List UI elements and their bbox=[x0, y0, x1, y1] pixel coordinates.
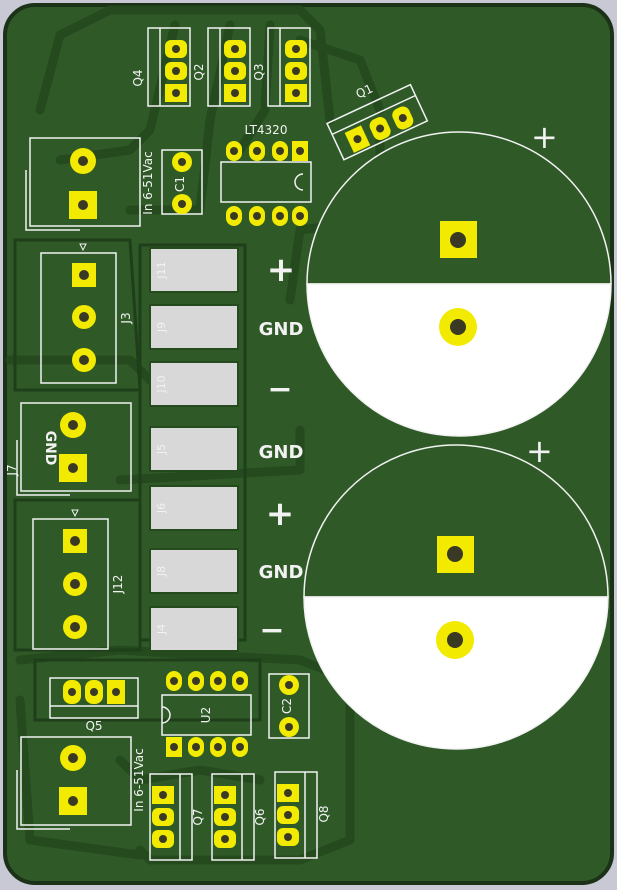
j4-label: J4 bbox=[155, 624, 168, 635]
c1-label: C1 bbox=[173, 176, 187, 192]
q4: Q4 bbox=[131, 27, 191, 107]
input-top-label: In 6-51Vac bbox=[141, 151, 155, 214]
j11-label: J11 bbox=[155, 261, 168, 279]
j12-label: J12 bbox=[111, 575, 125, 595]
q8-label: Q8 bbox=[317, 805, 331, 822]
c2: C2 bbox=[268, 673, 310, 739]
u2: U2 bbox=[161, 671, 252, 757]
cap-top-plus: + bbox=[531, 118, 558, 156]
c2-label: C2 bbox=[280, 698, 294, 714]
copper-zones bbox=[13, 238, 262, 722]
spade-pads-upper: J11 J9 J10 bbox=[149, 247, 239, 407]
u2-label: U2 bbox=[199, 707, 213, 723]
q3: Q3 bbox=[252, 27, 311, 107]
capacitor-bottom: + bbox=[303, 432, 609, 750]
q2: Q2 bbox=[192, 27, 251, 107]
q6-label: Q6 bbox=[253, 808, 267, 825]
spade-pads-middle: J5 J6 bbox=[149, 426, 239, 531]
label-gnd-3: GND bbox=[259, 562, 304, 583]
input-connector-top: In 6-51Vac bbox=[25, 137, 155, 231]
j7: GND J7 bbox=[5, 402, 132, 496]
lt4320-label: LT4320 bbox=[245, 123, 288, 137]
j3-label: J3 bbox=[119, 312, 133, 324]
q2-label: Q2 bbox=[192, 63, 206, 80]
q1-label: Q1 bbox=[354, 81, 375, 101]
j5-label: J5 bbox=[155, 444, 168, 455]
label-plus-2: + bbox=[266, 494, 295, 534]
j7-gnd-label: GND bbox=[42, 431, 58, 466]
q5-label: Q5 bbox=[85, 719, 102, 733]
label-minus-1: − bbox=[267, 372, 292, 407]
q3-label: Q3 bbox=[252, 63, 266, 80]
j10-label: J10 bbox=[155, 375, 168, 393]
board-outline bbox=[3, 3, 614, 885]
label-plus-1: + bbox=[267, 250, 296, 290]
c1: C1 bbox=[161, 149, 203, 215]
q5: Q5 bbox=[49, 677, 139, 733]
j12: J12 bbox=[32, 509, 125, 650]
cap-bottom-plus: + bbox=[526, 432, 553, 470]
polarity-labels: + GND − GND + GND − bbox=[259, 250, 304, 648]
input-connector-bottom: In 6-51Vac bbox=[16, 736, 146, 830]
lt4320: LT4320 bbox=[220, 123, 312, 226]
q6: Q6 bbox=[211, 773, 267, 861]
capacitor-top: + bbox=[306, 118, 612, 437]
label-minus-2: − bbox=[259, 613, 284, 648]
q1 bbox=[326, 83, 429, 161]
label-gnd-2: GND bbox=[259, 442, 304, 463]
j7-label: J7 bbox=[5, 464, 19, 476]
j9-label: J9 bbox=[155, 322, 168, 333]
spade-pads-lower: J8 J4 bbox=[149, 548, 239, 652]
q7: Q7 bbox=[149, 773, 205, 861]
j6-label: J6 bbox=[155, 503, 168, 514]
j3: J3 bbox=[40, 243, 133, 384]
label-gnd-1: GND bbox=[259, 319, 304, 340]
q7-label: Q7 bbox=[191, 808, 205, 825]
input-bottom-label: In 6-51Vac bbox=[132, 748, 146, 811]
q8: Q8 bbox=[274, 771, 331, 859]
j8-label: J8 bbox=[155, 566, 168, 577]
q4-label: Q4 bbox=[131, 69, 145, 86]
